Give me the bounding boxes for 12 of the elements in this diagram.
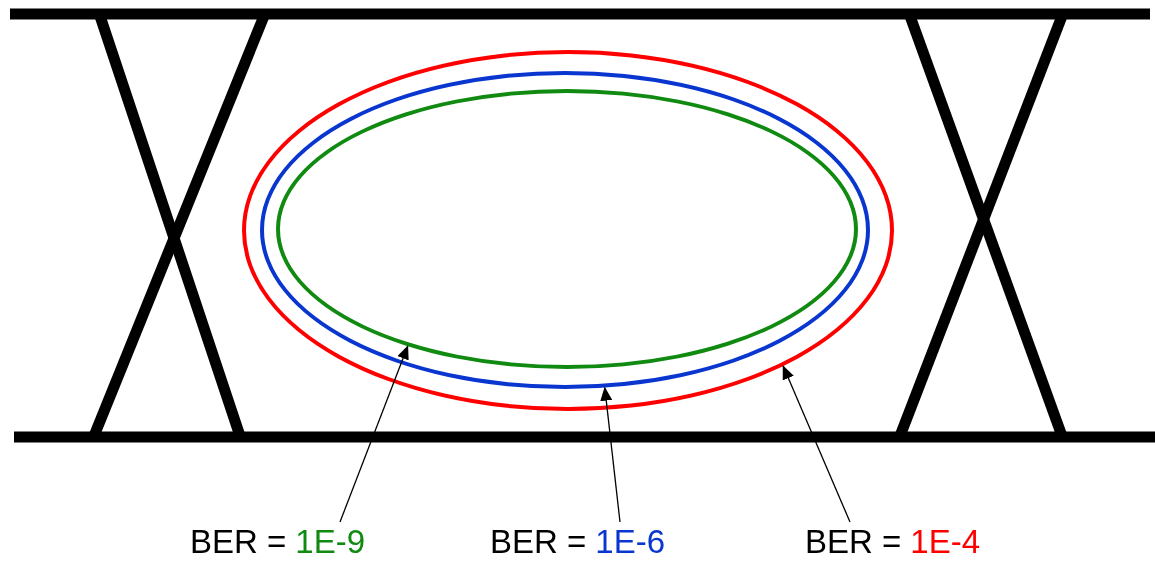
ber-label: 1E-6 — [595, 522, 665, 561]
contour-ellipse — [276, 89, 858, 369]
leader-arrow — [782, 365, 851, 523]
ber-label: 1E-9 — [295, 522, 365, 561]
leader-arrow — [600, 386, 621, 523]
leader-arrow — [339, 345, 409, 523]
contour-ellipse — [260, 71, 870, 389]
contour-ellipse — [242, 50, 894, 411]
ber-label: BER = — [190, 522, 287, 561]
ber-label: BER = — [805, 522, 902, 561]
ber-label: BER = — [490, 522, 587, 561]
ber-label: 1E-4 — [910, 522, 980, 561]
